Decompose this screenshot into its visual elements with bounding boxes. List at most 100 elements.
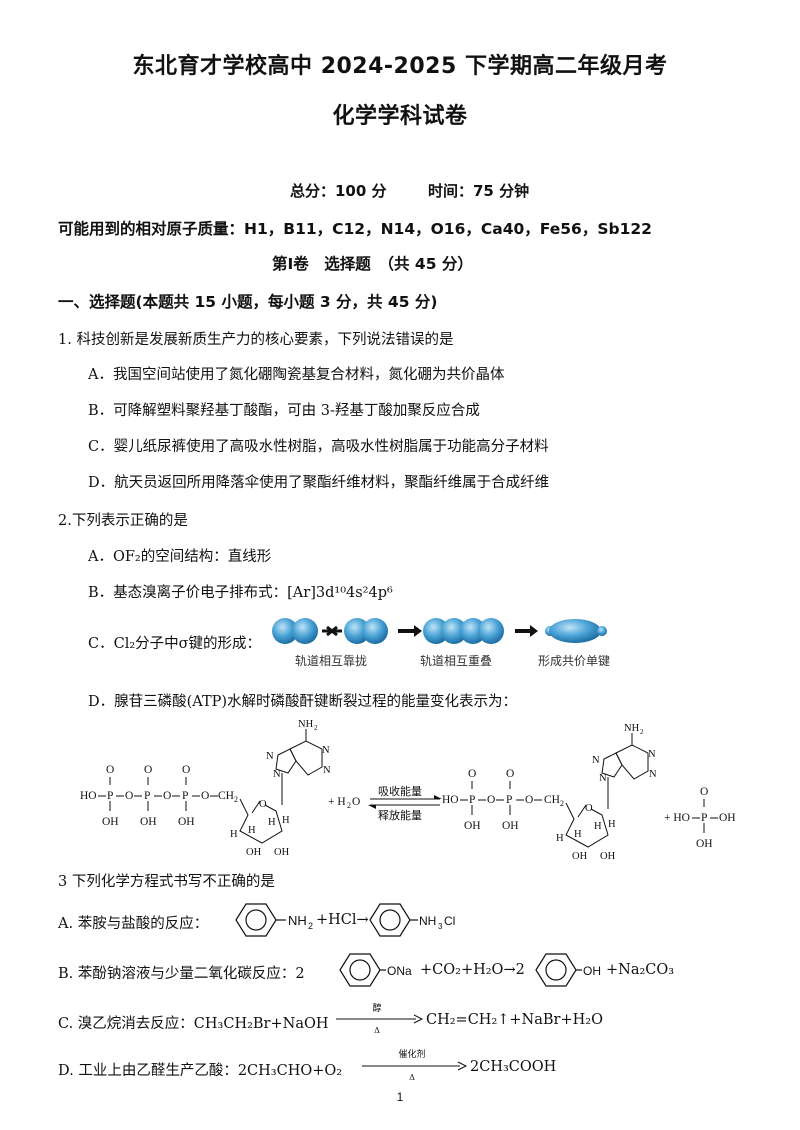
q3-c-arrow (336, 1014, 424, 1024)
svg-text:H: H (574, 829, 582, 840)
svg-text:NH: NH (298, 719, 314, 730)
svg-text:O: O (106, 764, 114, 776)
svg-text:N: N (599, 773, 607, 784)
svg-text:P: P (701, 812, 707, 824)
sodium-phenoxide-structure: ONa (339, 953, 412, 987)
svg-text:P: P (469, 794, 475, 806)
aniline-structure: NH 2 (235, 903, 313, 937)
svg-text:2: 2 (308, 921, 313, 931)
q3-d-condition-top: 催化剂 (398, 1050, 426, 1060)
svg-text:N: N (592, 755, 600, 766)
svg-text:O: O (700, 786, 708, 798)
exam-time: 时间：75 分钟 (428, 182, 530, 200)
svg-text:O: O (125, 790, 133, 802)
q3-option-a-mid: +HCl→ (316, 912, 369, 928)
q3-option-d-left: D. 工业上由乙醛生产乙酸：2CH₃CHO+O₂ (58, 1063, 343, 1079)
svg-text:O: O (506, 768, 514, 780)
page-number: 1 (396, 1090, 404, 1104)
q2-option-d: D．腺苷三磷酸(ATP)水解时磷酸酐键断裂过程的能量变化表示为： (88, 694, 518, 710)
sigma-bond-figure: 轨道相互靠拢 轨道相互重叠 形成共价单键 (272, 618, 610, 668)
svg-text:OH: OH (178, 816, 195, 828)
svg-text:O: O (352, 796, 360, 808)
label-approach: 轨道相互靠拢 (295, 654, 367, 668)
atomic-masses: 可能用到的相对原子质量：H1，B11，C12，N14，O16，Ca40，Fe56… (58, 220, 652, 238)
svg-text:N: N (322, 745, 330, 756)
svg-text:2: 2 (347, 801, 351, 810)
svg-text:H: H (230, 829, 238, 840)
q1-option-c: C．婴儿纸尿裤使用了高吸水性树脂，高吸水性树脂属于功能高分子材料 (88, 439, 549, 455)
svg-text:2: 2 (234, 795, 238, 804)
q2-option-b: B．基态溴离子价电子排布式：[Ar]3d¹⁰4s²4p⁶ (88, 585, 393, 601)
q3-option-c-left: C. 溴乙烷消去反应：CH₃CH₂Br+NaOH (58, 1016, 329, 1032)
svg-text:O: O (585, 803, 593, 814)
q2-option-a: A．OF₂的空间结构：直线形 (88, 549, 272, 565)
svg-text:2: 2 (560, 799, 564, 808)
svg-text:P: P (107, 790, 113, 802)
svg-text:+ HO: + HO (664, 812, 690, 824)
svg-text:H: H (248, 825, 256, 836)
q1-option-d: D．航天员返回所用降落伞使用了聚酯纤维材料，聚酯纤维属于合成纤维 (88, 475, 550, 491)
svg-text:NH: NH (624, 723, 640, 734)
svg-text:H: H (556, 833, 564, 844)
exam-subtitle: 化学学科试卷 (332, 104, 468, 129)
q3-option-a-label: A. 苯胺与盐酸的反应： (58, 916, 209, 932)
q2-option-c: C．Cl₂分子中σ键的形成： (88, 636, 262, 652)
q3-c-condition-bottom: Δ (374, 1026, 380, 1035)
svg-text:N: N (323, 765, 331, 776)
svg-text:H: H (608, 819, 616, 830)
q3-option-d-right: 2CH₃COOH (470, 1059, 557, 1075)
q1-option-b: B．可降解塑料聚羟基丁酸酯，可由 3-羟基丁酸加聚反应合成 (88, 403, 480, 419)
svg-text:3: 3 (438, 922, 443, 931)
q3-option-c-right: CH₂=CH₂↑+NaBr+H₂O (426, 1012, 603, 1028)
q3-d-arrow (362, 1061, 468, 1071)
svg-text:OH: OH (140, 816, 157, 828)
anilinium-chloride-structure: NH 3 Cl (369, 903, 455, 937)
svg-text:P: P (182, 790, 188, 802)
svg-text:ONa: ONa (387, 964, 412, 978)
svg-text:N: N (649, 769, 657, 780)
section-heading: 一、选择题(本题共 15 小题，每小题 3 分，共 45 分) (58, 293, 438, 311)
svg-text:NH: NH (419, 914, 436, 928)
volume-heading: 第Ⅰ卷 选择题 （共 45 分） (272, 255, 473, 273)
q1-stem: 1. 科技创新是发展新质生产力的核心要素，下列说法错误的是 (58, 332, 454, 348)
exam-title: 东北育才学校高中 2024-2025 下学期高二年级月考 (132, 54, 668, 79)
svg-text:O: O (487, 794, 495, 806)
svg-text:P: P (144, 790, 150, 802)
svg-text:O: O (163, 790, 171, 802)
svg-text:O: O (468, 768, 476, 780)
arrow-release-label: 释放能量 (378, 808, 422, 822)
svg-text:H: H (282, 815, 290, 826)
svg-text:O: O (201, 790, 209, 802)
label-single-bond: 形成共价单键 (538, 654, 610, 668)
q3-option-b-end: +Na₂CO₃ (606, 962, 675, 978)
svg-text:OH: OH (102, 816, 119, 828)
svg-text:H: H (594, 821, 602, 832)
svg-text:O: O (144, 764, 152, 776)
svg-text:2: 2 (314, 724, 318, 732)
svg-text:HO: HO (442, 794, 459, 806)
svg-text:HO: HO (80, 790, 97, 802)
q2-stem: 2.下列表示正确的是 (58, 513, 188, 529)
svg-text:+ H: + H (328, 796, 346, 808)
svg-text:O: O (182, 764, 190, 776)
svg-text:CH: CH (218, 790, 234, 802)
label-overlap: 轨道相互重叠 (420, 654, 492, 668)
svg-text:OH: OH (572, 851, 588, 862)
svg-text:CH: CH (544, 794, 560, 806)
phenol-structure: OH (535, 953, 601, 987)
svg-text:H: H (268, 817, 276, 828)
q3-c-condition-top: 醇 (372, 1004, 382, 1014)
svg-text:N: N (266, 751, 274, 762)
arrow-absorb-label: 吸收能量 (378, 784, 422, 798)
svg-text:2: 2 (640, 728, 644, 736)
q3-option-b-mid: +CO₂+H₂O→2 (420, 962, 525, 978)
svg-text:N: N (648, 749, 656, 760)
q3-d-condition-bottom: Δ (409, 1073, 415, 1082)
svg-text:Cl: Cl (444, 914, 455, 928)
svg-text:OH: OH (583, 964, 601, 978)
svg-text:OH: OH (696, 838, 713, 850)
svg-text:OH: OH (274, 847, 290, 858)
svg-text:OH: OH (246, 847, 262, 858)
q1-option-a: A．我国空间站使用了氮化硼陶瓷基复合材料，氮化硼为共价晶体 (88, 367, 505, 383)
svg-text:OH: OH (464, 820, 481, 832)
